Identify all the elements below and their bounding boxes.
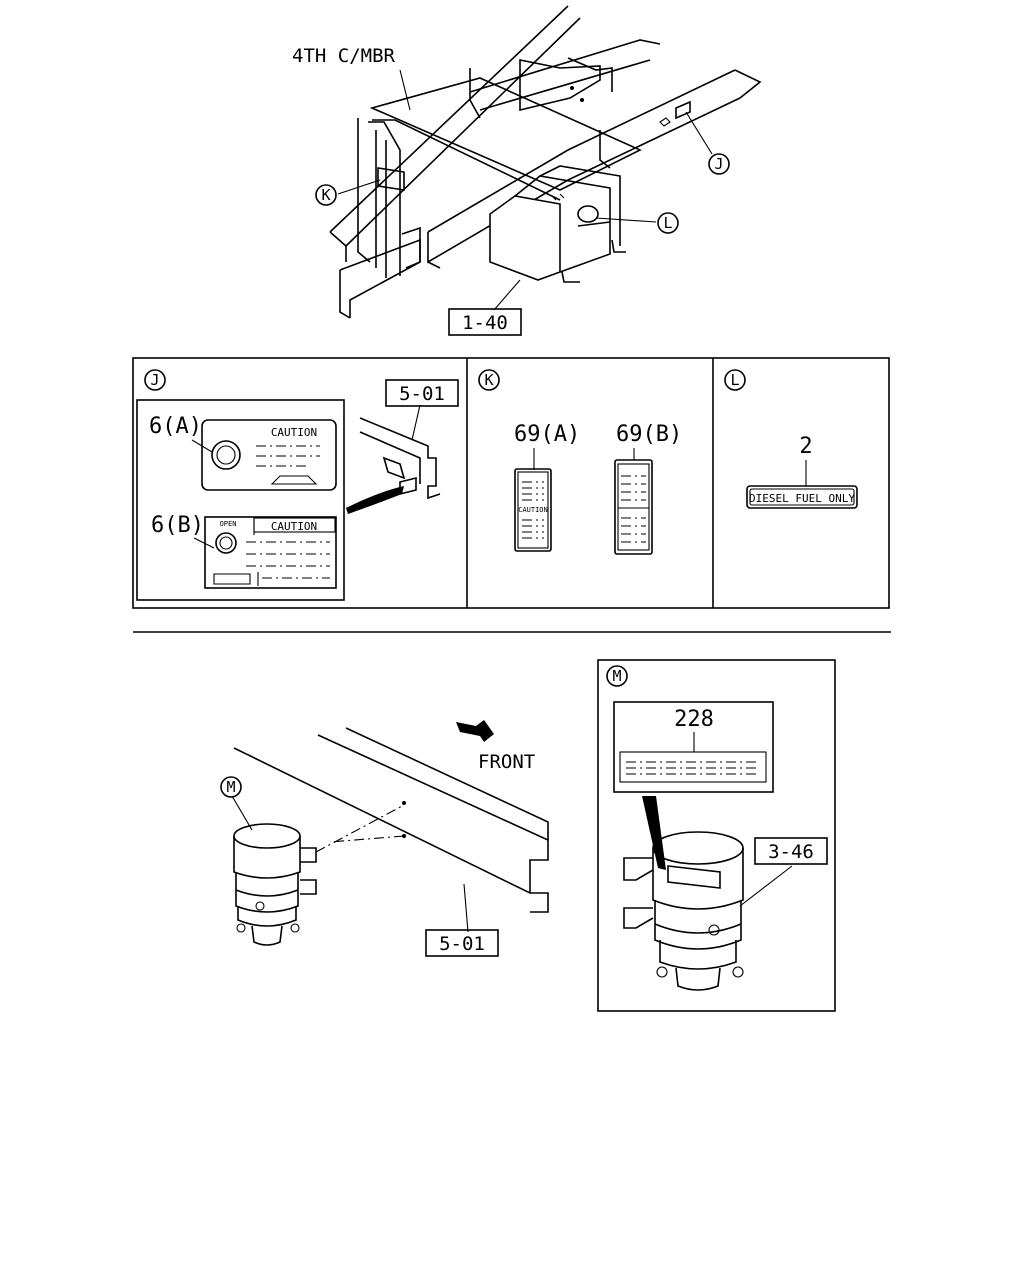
ref-tank: 1-40 (448, 308, 522, 336)
svg-text:1-40: 1-40 (462, 312, 508, 334)
svg-text:L: L (730, 371, 739, 389)
panel-m: M 228 3-46 (597, 659, 836, 1012)
svg-text:J: J (714, 155, 723, 173)
svg-text:M: M (226, 778, 235, 796)
svg-text:5-01: 5-01 (439, 933, 485, 955)
diesel-fuel-plate-text: DIESEL FUEL ONLY (749, 492, 855, 505)
solenoid-drawing (233, 823, 317, 946)
frame-assembly-drawing (329, 5, 762, 319)
svg-text:2: 2 (799, 434, 812, 459)
svg-text:CAUTION: CAUTION (271, 426, 317, 439)
panel-k: K 69(A) 69(B) CAUTION (478, 369, 682, 555)
callout-j: J (708, 153, 730, 175)
detail-panels-frame (132, 357, 890, 609)
svg-text:L: L (663, 214, 672, 232)
svg-text:5-01: 5-01 (399, 383, 445, 405)
svg-text:69(B): 69(B) (616, 422, 682, 447)
svg-text:6(A): 6(A) (149, 414, 202, 439)
callout-l: L (657, 212, 679, 234)
svg-text:J: J (150, 371, 159, 389)
panel-l: L 2 DIESEL FUEL ONLY (724, 369, 858, 509)
callout-m: M (220, 776, 242, 798)
svg-text:K: K (484, 371, 493, 389)
svg-text:228: 228 (674, 707, 714, 732)
callout-k: K (315, 184, 337, 206)
cross-member-label: 4TH C/MBR (292, 45, 396, 67)
bottom-frame-drawing (233, 720, 549, 913)
svg-text:CAUTION: CAUTION (271, 520, 317, 533)
panel-j: J 6(A) CAUTION 6(B) CAUTION OPEN 5-01 (136, 369, 459, 601)
svg-text:3-46: 3-46 (768, 841, 814, 863)
svg-text:M: M (612, 667, 621, 685)
front-direction-label: FRONT (478, 751, 535, 773)
ref-frame-bottom: 5-01 (425, 929, 499, 957)
svg-text:K: K (321, 186, 330, 204)
svg-text:6(B): 6(B) (151, 513, 204, 538)
svg-text:69(A): 69(A) (514, 422, 580, 447)
svg-text:CAUTION: CAUTION (518, 506, 548, 514)
svg-text:OPEN: OPEN (220, 520, 237, 528)
